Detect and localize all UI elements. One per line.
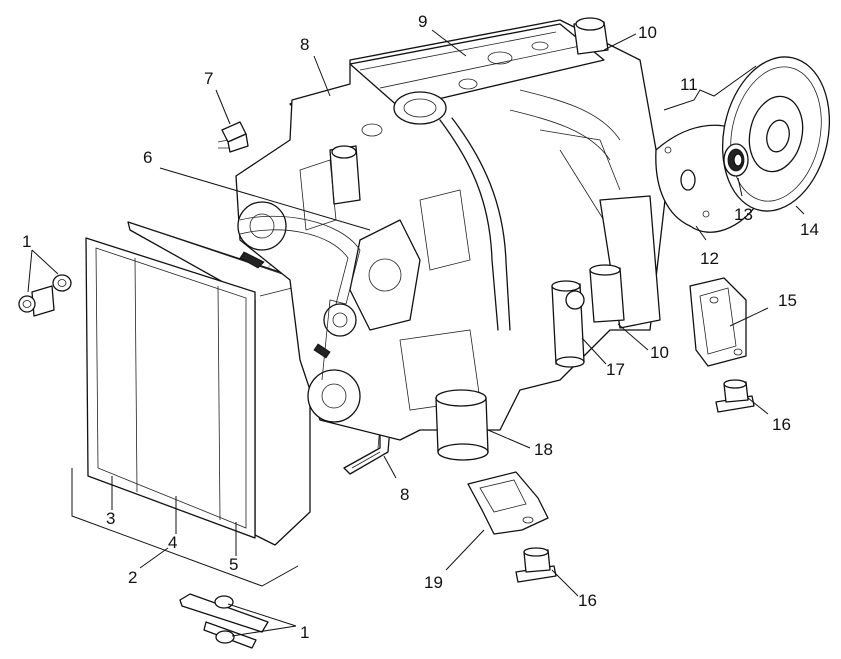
callout-16-bottom: 16 [578,591,597,610]
callout-1-left: 1 [22,232,31,251]
callout-5: 5 [229,555,238,574]
rubber-mount-left [515,547,557,583]
callout-12: 12 [700,249,719,268]
clip-part-left [18,274,72,317]
callout-6: 6 [143,148,152,167]
callout-17: 17 [606,360,625,379]
callout-9: 9 [418,12,427,31]
fuel-filter-part [551,264,625,368]
callout-8-bottom: 8 [400,485,409,504]
callout-14: 14 [800,220,819,239]
sensor-part [217,121,249,153]
callout-2: 2 [128,568,137,587]
callout-4: 4 [168,533,177,552]
callout-11: 11 [680,75,698,94]
callout-1-bottom: 1 [300,623,309,642]
clip-part-bottom [179,593,269,649]
callout-10-top: 10 [638,23,657,42]
callout-18: 18 [534,440,553,459]
callout-19: 19 [424,573,443,592]
callout-7: 7 [204,69,213,88]
leader-lines [27,29,805,637]
callout-8-top: 8 [300,35,309,54]
callout-3: 3 [106,509,115,528]
mount-bracket-right [689,277,747,367]
mount-bracket-left [467,471,549,535]
flywheel-part [721,56,831,212]
callout-15: 15 [778,291,797,310]
radiator-group-bracket [71,468,299,587]
rubber-mount-right [715,379,755,413]
radiator-assembly [85,221,311,546]
callout-10-bottom: 10 [650,343,669,362]
gear-part [723,143,749,177]
callout-16-right: 16 [772,415,791,434]
callout-labels: 1 1 2 3 4 5 6 7 8 8 9 10 10 11 12 13 14 … [22,12,819,642]
callout-13: 13 [734,205,753,224]
oil-filter-part [435,389,489,461]
